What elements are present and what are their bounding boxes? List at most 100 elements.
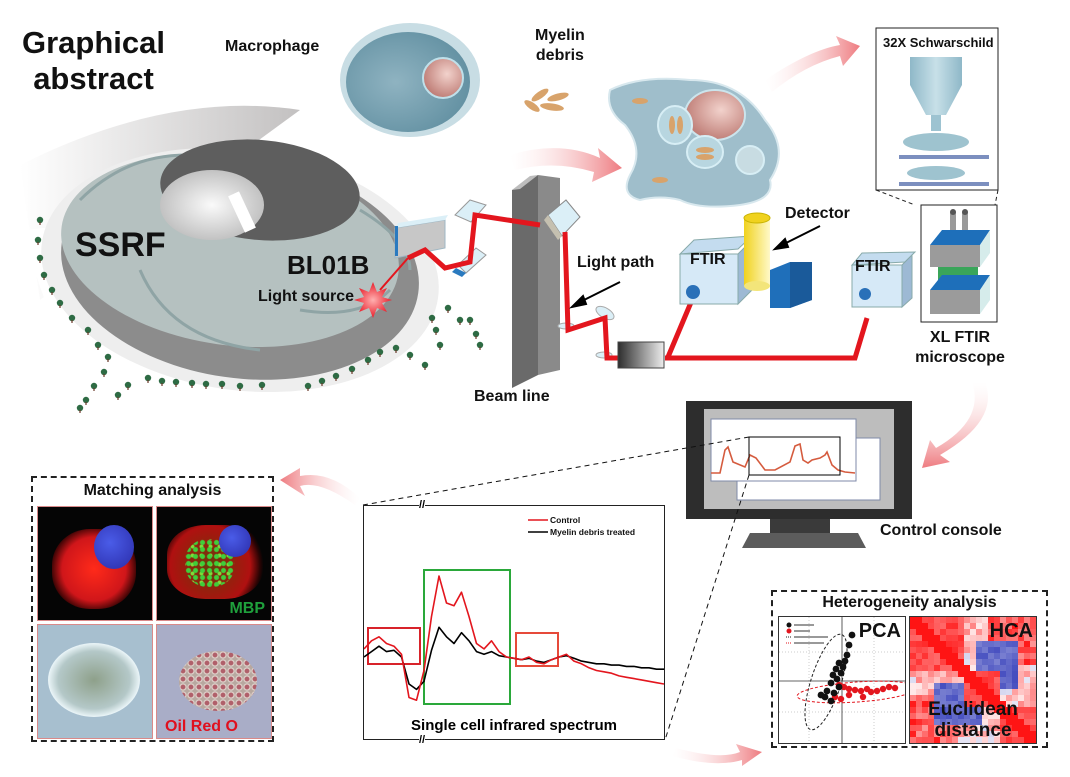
heatmap-cell xyxy=(958,617,964,623)
heatmap-cell xyxy=(976,665,982,671)
heatmap-cell xyxy=(988,653,994,659)
heatmap-cell xyxy=(1024,713,1030,719)
heatmap-cell xyxy=(958,701,964,707)
tree-icon xyxy=(40,271,48,279)
heatmap-cell xyxy=(994,617,1000,623)
heatmap-cell xyxy=(970,737,976,743)
spectrum-panel: Control Myelin debris treated Single cel… xyxy=(363,499,665,746)
heatmap-cell xyxy=(1000,695,1006,701)
heatmap-cell xyxy=(994,677,1000,683)
heatmap-cell xyxy=(982,647,988,653)
heatmap-cell xyxy=(964,689,970,695)
heatmap-cell xyxy=(1018,725,1024,731)
ftir-label-1: FTIR xyxy=(690,251,726,268)
heatmap-cell xyxy=(934,695,940,701)
ftir-box-1 xyxy=(678,235,754,306)
heatmap-cell xyxy=(1018,623,1024,629)
heatmap-cell xyxy=(964,629,970,635)
heatmap-cell xyxy=(934,617,940,623)
heatmap-cell xyxy=(916,641,922,647)
spectrum-legend: Control Myelin debris treated xyxy=(528,515,635,537)
heatmap-cell xyxy=(928,731,934,737)
heatmap-cell xyxy=(910,707,916,713)
heatmap-cell xyxy=(988,713,994,719)
heatmap-cell xyxy=(994,707,1000,713)
heatmap-cell xyxy=(910,635,916,641)
trees xyxy=(34,216,484,413)
heatmap-cell xyxy=(934,689,940,695)
heatmap-cell xyxy=(952,629,958,635)
heatmap-cell xyxy=(952,677,958,683)
heatmap-cell xyxy=(958,719,964,725)
heatmap-cell xyxy=(934,713,940,719)
heatmap-cell xyxy=(946,719,952,725)
tree-icon xyxy=(100,368,108,376)
pca-point-treated xyxy=(830,689,838,697)
heatmap-cell xyxy=(916,707,922,713)
heatmap-cell xyxy=(964,737,970,743)
heatmap-cell xyxy=(1030,725,1036,731)
arrow-to-console xyxy=(922,382,988,468)
heatmap-cell xyxy=(970,731,976,737)
pca-point-control xyxy=(845,691,853,699)
heatmap-cell xyxy=(970,635,976,641)
heatmap-cell xyxy=(928,677,934,683)
tree-icon xyxy=(472,330,480,338)
heatmap-cell xyxy=(994,701,1000,707)
heatmap-cell xyxy=(970,641,976,647)
heatmap-cell xyxy=(1024,641,1030,647)
heatmap-cell xyxy=(994,695,1000,701)
heatmap-cell xyxy=(946,647,952,653)
heatmap-cell xyxy=(928,701,934,707)
heatmap-cell xyxy=(970,689,976,695)
heatmap-cell xyxy=(1000,653,1006,659)
heatmap-cell xyxy=(1030,731,1036,737)
heatmap-cell xyxy=(994,737,1000,743)
heatmap-cell xyxy=(1006,641,1012,647)
graphical-abstract-title: Graphical abstract xyxy=(22,25,165,97)
heatmap-cell xyxy=(922,683,928,689)
heatmap-cell xyxy=(940,689,946,695)
heatmap-cell xyxy=(982,689,988,695)
heatmap-cell xyxy=(1024,617,1030,623)
source-beam xyxy=(379,257,409,291)
heatmap-cell xyxy=(946,701,952,707)
heatmap-cell xyxy=(1012,659,1018,665)
heatmap-cell xyxy=(934,635,940,641)
heatmap-cell xyxy=(1024,629,1030,635)
heatmap-cell xyxy=(946,725,952,731)
heatmap-cell xyxy=(1018,689,1024,695)
heatmap-cell xyxy=(982,713,988,719)
heatmap-cell xyxy=(1030,659,1036,665)
heatmap-cell xyxy=(1000,671,1006,677)
heatmap-cell xyxy=(952,671,958,677)
xl-ftir-label: XL FTIR microscope xyxy=(910,328,1010,368)
heatmap-cell xyxy=(1012,707,1018,713)
heatmap-cell xyxy=(958,653,964,659)
tree-icon xyxy=(202,380,210,388)
heatmap-cell xyxy=(946,689,952,695)
heatmap-cell xyxy=(922,737,928,743)
heatmap-cell xyxy=(970,659,976,665)
pca-point-treated xyxy=(827,679,835,687)
heatmap-cell xyxy=(1000,719,1006,725)
heatmap-cell xyxy=(940,683,946,689)
arrow-to-matching xyxy=(280,468,360,505)
heatmap-cell xyxy=(934,725,940,731)
heatmap-cell xyxy=(940,671,946,677)
heatmap-cell xyxy=(988,623,994,629)
heatmap-cell xyxy=(928,623,934,629)
heatmap-cell xyxy=(946,677,952,683)
heatmap-cell xyxy=(1000,707,1006,713)
zoom-guides xyxy=(362,436,750,741)
heatmap-cell xyxy=(928,689,934,695)
heatmap-cell xyxy=(940,659,946,665)
ssrf-label: SSRF xyxy=(75,226,166,264)
highlight-box-right xyxy=(515,632,559,667)
heatmap-cell xyxy=(916,647,922,653)
heatmap-cell xyxy=(988,665,994,671)
heatmap-cell xyxy=(958,635,964,641)
heatmap-cell xyxy=(946,653,952,659)
heatmap-cell xyxy=(1006,617,1012,623)
heatmap-cell xyxy=(1012,623,1018,629)
